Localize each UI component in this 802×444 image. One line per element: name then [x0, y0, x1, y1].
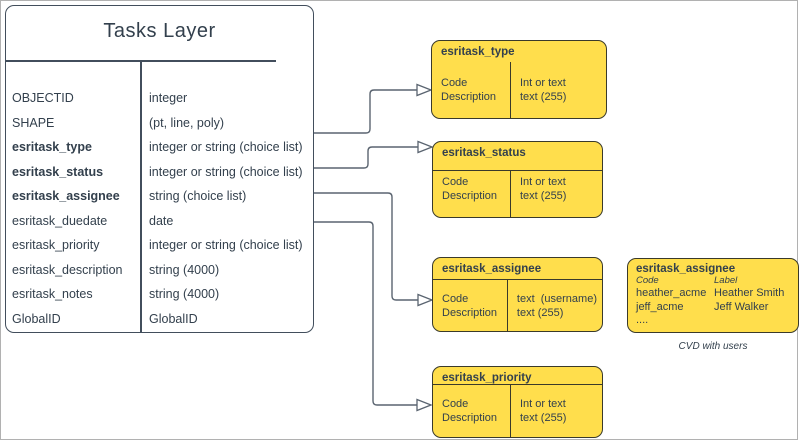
- field-name: esritask_status: [12, 164, 104, 179]
- cvd-label: Heather Smith: [714, 287, 785, 299]
- domain-title: esritask_assignee: [442, 263, 542, 275]
- table-rows: OBJECTID integer SHAPE (pt, line, poly) es…: [6, 86, 313, 331]
- domain-cell: text (255): [520, 412, 567, 424]
- field-type: GlobalID: [149, 311, 198, 326]
- domain-cell: Int or text: [520, 77, 566, 89]
- cvd-code: ....: [636, 314, 649, 326]
- domain-type-column: Int or text text (255): [511, 62, 571, 118]
- domain-title: esritask_priority: [442, 372, 532, 384]
- cvd-label: Jeff Walker: [714, 300, 769, 313]
- connector-esritask-assignee: [314, 192, 418, 301]
- domain-code-column: Code Description: [433, 385, 511, 437]
- cvd-col-header: Label: [714, 275, 738, 286]
- field-name: esritask_duedate: [12, 213, 108, 228]
- domain-body: Code Description Int or text text (255): [433, 170, 602, 217]
- domain-cell: text (255): [520, 190, 567, 202]
- field-type: string (4000): [149, 262, 220, 277]
- field-type: (pt, line, poly): [149, 115, 225, 130]
- cvd-caption: CVD with users: [678, 341, 748, 352]
- tasks-layer-table: Tasks Layer OBJECTID integer SHAPE (pt, li…: [5, 5, 314, 333]
- field-type: string (choice list): [149, 189, 247, 203]
- table-row: GlobalID GlobalID: [6, 307, 313, 332]
- domain-box-esritask-type: esritask_type Code Description Int or te…: [431, 40, 607, 119]
- table-row: OBJECTID integer: [6, 86, 313, 111]
- domain-body: Code Description Int or text text (255): [433, 384, 602, 437]
- field-type: date: [149, 213, 174, 228]
- field-type: integer or string (choice list): [149, 164, 303, 179]
- domain-cell: Description: [442, 306, 498, 319]
- table-row: esritask_priority integer or string (choi…: [6, 233, 313, 258]
- table-row: esritask_notes string (4000): [6, 282, 313, 307]
- field-type: integer or string (choice list): [149, 238, 303, 252]
- field-type: integer or string (choice list): [149, 140, 303, 154]
- domain-type-column: text (username) text (255): [508, 280, 602, 331]
- field-name: esritask_priority: [12, 238, 100, 252]
- cvd-code: heather_acme: [636, 287, 707, 299]
- table-column-divider: [140, 60, 142, 332]
- domain-cell: text (255): [516, 306, 564, 319]
- field-name: esritask_type: [12, 140, 92, 154]
- arrowhead-icon: [416, 83, 433, 97]
- cvd-title: esritask_assignee: [636, 263, 736, 275]
- cvd-code: jeff_acme: [636, 300, 684, 313]
- domain-title: esritask_status: [442, 147, 526, 159]
- table-row: esritask_description string (4000): [6, 258, 313, 283]
- domain-cell: Code: [442, 176, 469, 188]
- tasks-layer-title: Tasks Layer: [103, 20, 216, 42]
- domain-cell: Description: [442, 412, 498, 424]
- connector-esritask-type: [314, 89, 417, 134]
- table-row: esritask_type integer or string (choice l…: [6, 135, 313, 160]
- domain-cell: text (255): [520, 91, 567, 103]
- field-name: esritask_assignee: [12, 189, 120, 203]
- domain-cell: Description: [441, 91, 497, 103]
- cvd-col-header: Code: [636, 275, 659, 286]
- arrowhead-icon: [417, 140, 434, 154]
- domain-cell: Code: [441, 77, 468, 89]
- table-row: esritask_assignee string (choice list): [6, 184, 313, 209]
- field-name: SHAPE: [12, 115, 55, 130]
- domain-body: Code Description Int or text text (255): [432, 62, 606, 118]
- domain-type-column: Int or text text (255): [511, 385, 571, 437]
- field-name: esritask_description: [12, 262, 123, 277]
- domain-code-column: Code Description: [433, 280, 508, 331]
- connector-esritask-priority: [314, 221, 417, 406]
- domain-cell: Code: [442, 398, 469, 410]
- domain-type-column: Int or text text (255): [511, 171, 571, 217]
- cvd-users-box: esritask_assignee Code Label heather_acm…: [627, 258, 799, 333]
- arrowhead-icon: [416, 398, 433, 412]
- table-row: SHAPE (pt, line, poly): [6, 111, 313, 136]
- domain-code-column: Code Description: [432, 62, 511, 118]
- field-name: esritask_notes: [12, 287, 93, 301]
- arrowhead-icon: [417, 293, 434, 307]
- field-type: string (4000): [149, 287, 220, 301]
- table-row: esritask_duedate date: [6, 209, 313, 234]
- field-name: OBJECTID: [12, 91, 74, 105]
- domain-box-esritask-assignee: esritask_assignee Code Description text …: [432, 257, 603, 332]
- domain-cell: text (username): [516, 292, 597, 305]
- domain-cell: Int or text: [520, 398, 566, 410]
- domain-cell: Description: [442, 190, 498, 202]
- domain-title: esritask_type: [441, 46, 515, 58]
- field-type: integer: [149, 91, 188, 105]
- field-name: GlobalID: [12, 311, 61, 326]
- domain-code-column: Code Description: [433, 171, 511, 217]
- cvd-list: Code Label heather_acme Heather Smith je…: [636, 275, 792, 328]
- domain-cell: Code: [442, 292, 469, 305]
- domain-body: Code Description text (username) text (2…: [433, 279, 602, 331]
- domain-box-esritask-status: esritask_status Code Description Int or …: [432, 141, 603, 218]
- table-row: esritask_status integer or string (choice…: [6, 160, 313, 185]
- cvd-label: [714, 314, 792, 328]
- domain-cell: Int or text: [520, 176, 566, 188]
- domain-box-esritask-priority: esritask_priority Code Description Int o…: [432, 366, 603, 438]
- connector-esritask-status: [314, 146, 418, 169]
